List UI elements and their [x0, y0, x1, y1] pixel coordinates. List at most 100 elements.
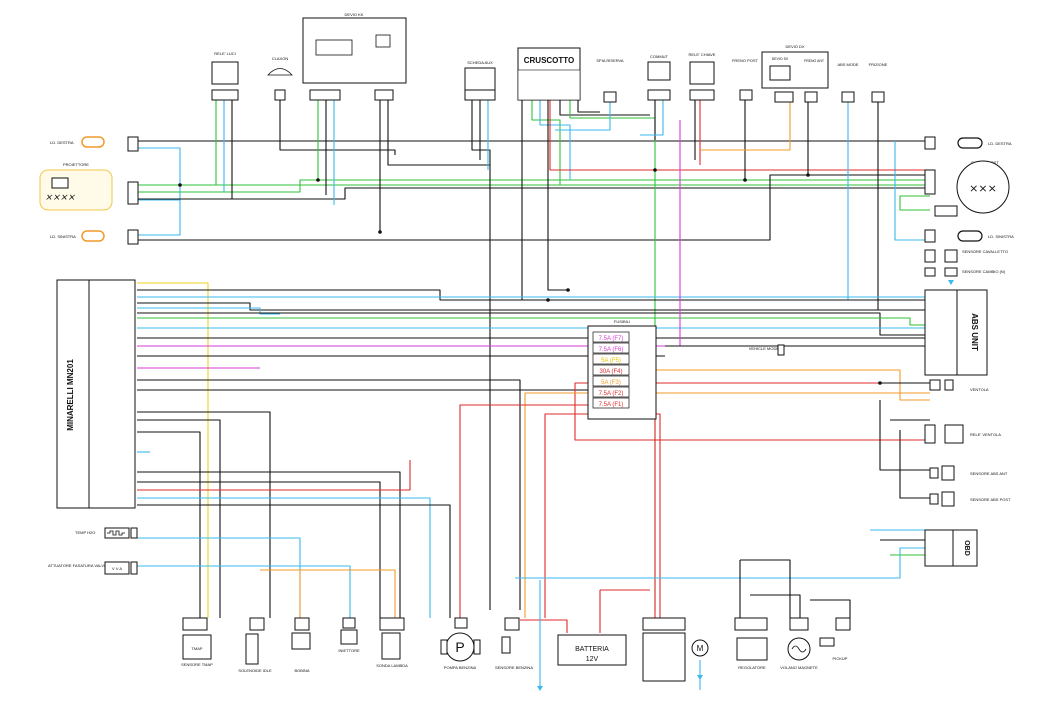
ld-destra-left: LD. DESTRA: [50, 136, 139, 152]
fuse-box-1: [592, 331, 630, 343]
iniettore: INIETTORE: [338, 617, 360, 653]
pompa-benzina-label: POMPA BENZINA: [444, 665, 477, 670]
bobina-label: BOBINA: [294, 668, 309, 673]
regolatore-label: REGOLATORE: [738, 665, 766, 670]
sensore-tmap-label: SENSORE TMAP: [181, 662, 213, 667]
fuse-box-6: [592, 386, 630, 398]
batteria-label: BATTERIA: [575, 646, 609, 653]
ld-destra-left-label: LD. DESTRA: [50, 140, 74, 145]
pickup: PICKUP: [819, 617, 851, 661]
freno-post: FRENO POST: [732, 58, 759, 101]
fuse-label: 7.5A (F6): [599, 347, 624, 353]
motor: M: [691, 639, 709, 657]
fuse-box-2: [592, 342, 630, 354]
rele-luci: RELE' LUCI: [211, 51, 239, 101]
fuse-label: 30A (F4): [599, 369, 622, 375]
proiettore: PROIETTORE ⨯⨯⨯⨯: [39, 162, 139, 211]
fuse-box: FUSIBILI 7.5A (F7) 7.5A (F6) 5A (F5) 30A (F…: [587, 319, 657, 420]
ld-sinistra-right-label: LD. SINISTRA: [988, 234, 1014, 239]
fuse-box-7: [592, 397, 630, 409]
svg-text:⨯⨯⨯⨯: ⨯⨯⨯⨯: [45, 192, 76, 202]
cruscotto: CRUSCOTTO: [517, 47, 581, 101]
cruscotto-label: CRUSCOTTO: [524, 56, 575, 65]
proiettore-label: PROIETTORE: [63, 162, 89, 167]
ld-sinistra-right: LD. SINISTRA: [924, 229, 1014, 243]
devio-kk-label: DEVIO KK: [345, 12, 364, 17]
sensore-cambio: SENSORE CAMBIO (N): [924, 267, 1006, 277]
vehicle-model-label: VEHICLE MODEL: [749, 346, 782, 351]
fusibili-label: FUSIBILI: [614, 319, 630, 324]
fuse-label: 7.5A (F7): [599, 336, 624, 342]
ecu-label: MINARELLI MN201: [66, 359, 75, 431]
frizione-label: FRIZIONE: [869, 62, 888, 67]
sonda-lambda: SONDA LAMBDA: [376, 617, 408, 668]
abs-mode: ABS MODE: [837, 62, 859, 103]
temp-h2o: TEMP H2O: [75, 527, 138, 539]
pickup-label: PICKUP: [833, 656, 848, 661]
junction-dots: [178, 168, 882, 385]
fanale-post: FANALE POST ⨯⨯⨯: [924, 160, 1010, 217]
fuse-box-4: [592, 364, 630, 376]
ld-sinistra-left-label: LD. SINISTRA: [50, 234, 76, 239]
fuse-label: 5A (F5): [601, 358, 621, 364]
obd-label: OBD: [963, 540, 970, 556]
ld-sinistra-left: LD. SINISTRA: [50, 229, 139, 245]
pompa-symbol: P: [455, 639, 464, 655]
arrows: [537, 280, 954, 691]
tmap-label: TMAP: [191, 646, 202, 651]
abs-unit-label: ABS UNIT: [970, 313, 979, 351]
sensore-abs-ant-label: SENSORE ABS ANT: [970, 471, 1008, 476]
fuse-label: 7.5A (F1): [599, 402, 624, 408]
solenoide-label: SOLENOIDE IDLE: [238, 668, 272, 673]
ld-destra-right-label: LD. DESTRA: [988, 141, 1012, 146]
sensore-abs-post-label: SENSORE ABS POST: [970, 497, 1011, 502]
ld-destra-right: LD. DESTRA: [924, 136, 1012, 150]
svg-text:⨯⨯⨯: ⨯⨯⨯: [969, 183, 997, 195]
solenoide-idle: SOLENOIDE IDLE: [238, 617, 272, 673]
rele-ventola-label: RELE' VENTOLA: [970, 432, 1001, 437]
sensore-cavalletto: SENSORE CAVALLETTO: [924, 249, 1008, 263]
spia-riserva-label: SPIA RISERVA: [596, 58, 624, 63]
iniettore-label: INIETTORE: [338, 648, 360, 653]
claxon: CLAXON: [267, 56, 293, 101]
volano-label: VOLANO MAGNETE: [780, 665, 818, 670]
temp-h2o-label: TEMP H2O: [75, 530, 95, 535]
batteria-voltage: 12V: [586, 656, 599, 663]
commut: COMMUT: [647, 54, 671, 101]
frizione: FRIZIONE: [869, 62, 888, 103]
devio-dx-label: DEVIO DX: [785, 44, 804, 49]
devio-kk: DEVIO KK: [302, 12, 407, 101]
scheda-aux: SCHEDA AUX: [464, 60, 496, 101]
freno-ant-label: FRENO ANT: [804, 59, 825, 63]
spia-riserva: SPIA RISERVA: [596, 58, 624, 103]
vehicle-model: VEHICLE MODEL: [749, 344, 785, 356]
sensore-tmap: TMAP SENSORE TMAP: [181, 617, 213, 667]
sensore-benzina-label: SENSORE BENZINA: [495, 665, 533, 670]
sensore-cambio-label: SENSORE CAMBIO (N): [962, 269, 1006, 274]
sensore-benzina: SENSORE BENZINA: [495, 617, 533, 670]
batteria: BATTERIA 12V: [557, 634, 627, 666]
wires: [137, 98, 930, 690]
freno-post-label: FRENO POST: [732, 58, 759, 63]
pompa-benzina: P POMPA BENZINA: [440, 617, 481, 670]
rele-luci-label: RELE' LUCI: [214, 51, 235, 56]
devio-sx-label: DEVIO SX: [772, 57, 789, 61]
central-connector: [642, 617, 686, 682]
ventola: VENTOLA: [929, 379, 989, 392]
bobina: BOBINA: [291, 617, 311, 673]
volano-magnete: VOLANO MAGNETE: [780, 617, 818, 670]
ventola-label: VENTOLA: [970, 387, 989, 392]
attuatore-label: ATTUATORE FASATURA VALVOLE: [48, 563, 112, 568]
rele-chiave: RELE' CHIAVE: [689, 52, 716, 101]
sensore-cavalletto-label: SENSORE CAVALLETTO: [962, 249, 1008, 254]
scheda-aux-label: SCHEDA AUX: [467, 60, 493, 65]
abs-unit: ABS UNIT: [924, 289, 988, 376]
claxon-label: CLAXON: [272, 56, 289, 61]
devio-dx: DEVIO DX DEVIO SX FRENO ANT: [761, 44, 829, 103]
sensore-abs-ant: SENSORE ABS ANT: [929, 465, 1008, 481]
rele-ventola: RELE' VENTOLA: [924, 424, 1001, 444]
sonda-lambda-label: SONDA LAMBDA: [376, 663, 408, 668]
commut-label: COMMUT: [650, 54, 669, 59]
rele-chiave-label: RELE' CHIAVE: [689, 52, 716, 57]
